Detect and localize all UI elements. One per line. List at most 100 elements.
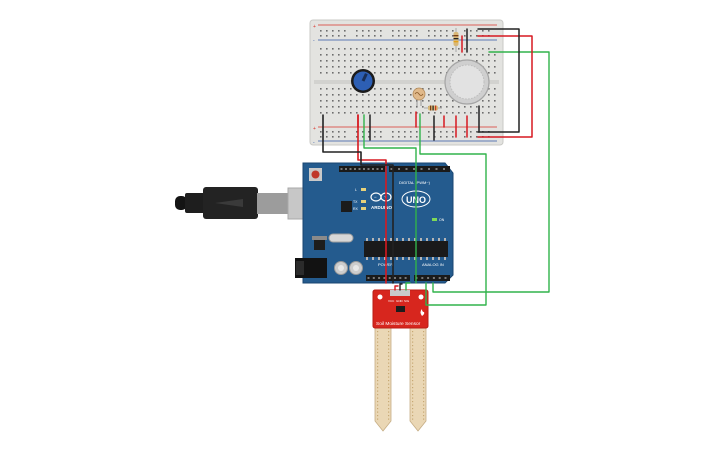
hole	[384, 257, 386, 260]
hole	[398, 112, 400, 114]
resistor-2[interactable]	[453, 28, 459, 52]
wire-green-a2[interactable]	[432, 51, 550, 293]
hole	[422, 60, 424, 62]
hole	[412, 390, 414, 392]
hole	[412, 348, 414, 350]
hole	[494, 54, 496, 56]
hole	[423, 404, 425, 406]
hole	[458, 48, 460, 50]
hole	[412, 359, 414, 361]
hole	[412, 380, 414, 382]
hole	[388, 418, 390, 420]
hole	[476, 131, 478, 133]
hole	[345, 168, 347, 170]
hole	[482, 112, 484, 114]
hole	[423, 390, 425, 392]
hole	[356, 131, 358, 133]
hole	[422, 54, 424, 56]
hole	[338, 60, 340, 62]
resistor-1[interactable]	[424, 105, 442, 111]
digital-pin-holes	[340, 168, 445, 170]
hole	[410, 48, 412, 50]
power-jack-socket	[296, 261, 304, 275]
hole	[320, 30, 322, 32]
hole	[320, 112, 322, 114]
hole	[384, 238, 386, 241]
hole	[381, 168, 383, 170]
hole	[338, 88, 340, 90]
hole	[428, 72, 430, 74]
hole	[452, 30, 454, 32]
arduino-uno-board[interactable]: DIGITAL (PWM~) − + ARDUINO UNO L TX RX O…	[175, 162, 454, 284]
hole	[435, 168, 438, 170]
hole	[338, 106, 340, 108]
reset-button[interactable]	[309, 168, 322, 181]
hole	[423, 362, 425, 364]
usb-chip	[341, 201, 352, 212]
hole	[428, 100, 430, 102]
wire-green-sensor-sig[interactable]	[405, 282, 411, 291]
wire-green-a0[interactable]	[363, 114, 417, 284]
potentiometer[interactable]	[351, 69, 375, 93]
hole	[458, 112, 460, 114]
hole	[368, 131, 370, 133]
wire-red-rail-right[interactable]	[477, 35, 533, 138]
hole	[380, 60, 382, 62]
hole	[338, 94, 340, 96]
hole	[392, 48, 394, 50]
hole	[404, 48, 406, 50]
hole	[470, 106, 472, 108]
hole	[398, 106, 400, 108]
hole	[452, 100, 454, 102]
hole	[350, 72, 352, 74]
hole	[377, 376, 379, 378]
hole	[404, 94, 406, 96]
wire-black-gnd[interactable]	[322, 114, 394, 284]
hole	[362, 54, 364, 56]
hole	[423, 401, 425, 403]
hole	[388, 345, 390, 347]
hole	[405, 168, 408, 170]
hole	[362, 136, 364, 138]
hole	[320, 136, 322, 138]
hole	[440, 54, 442, 56]
hole	[377, 394, 379, 396]
hole	[338, 72, 340, 74]
hole	[412, 366, 414, 368]
hole	[440, 131, 442, 133]
hole	[326, 131, 328, 133]
hole	[392, 112, 394, 114]
photoresistor[interactable]	[412, 87, 426, 106]
power-header	[366, 275, 410, 281]
hole	[494, 66, 496, 68]
hole	[332, 54, 334, 56]
wire-black-rail-right[interactable]	[477, 28, 520, 133]
wire-green-a1[interactable]	[419, 113, 487, 306]
hole	[338, 136, 340, 138]
hole	[366, 257, 368, 260]
hole	[410, 106, 412, 108]
hole	[344, 30, 346, 32]
hole	[386, 54, 388, 56]
hole	[446, 54, 448, 56]
wire-black-sensor[interactable]	[399, 283, 403, 291]
hole	[374, 66, 376, 68]
hole	[482, 30, 484, 32]
hole	[476, 48, 478, 50]
usb-cable[interactable]	[175, 187, 325, 220]
hole	[404, 54, 406, 56]
hole	[404, 72, 406, 74]
hole	[368, 136, 370, 138]
gas-sensor[interactable]	[444, 59, 490, 105]
hole	[423, 334, 425, 336]
soil-moisture-sensor[interactable]: VCC GND SIG Soil Moisture Sensor	[372, 289, 429, 432]
wire-red-sensor[interactable]	[394, 285, 399, 291]
hole	[380, 35, 382, 37]
hole	[332, 66, 334, 68]
hole	[470, 136, 472, 138]
hole	[398, 66, 400, 68]
hole	[320, 72, 322, 74]
wire-red-5v[interactable]	[357, 114, 387, 284]
hole	[428, 112, 430, 114]
